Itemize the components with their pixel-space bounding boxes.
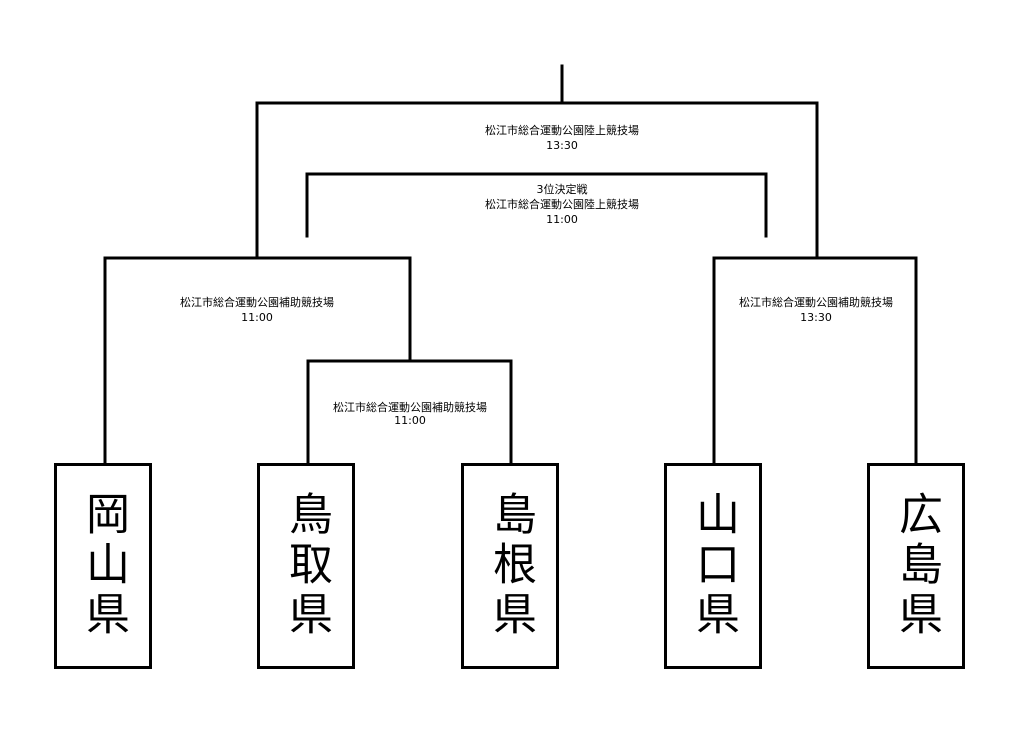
final-venue: 松江市総合運動公園陸上競技場 [485, 123, 639, 137]
semi-left-venue: 松江市総合運動公園補助競技場 [180, 295, 334, 309]
semi-right-time: 13:30 [800, 311, 832, 324]
semi-left-bracket [103, 256, 412, 466]
third-place-time: 11:00 [546, 213, 578, 226]
final-bracket [255, 101, 819, 260]
team-box-okayama: 岡山県 [54, 463, 152, 669]
team-box-yamaguchi: 山口県 [664, 463, 762, 669]
third-place-label: 3位決定戦 [537, 182, 588, 196]
team-box-tottori: 鳥取県 [257, 463, 355, 669]
team-box-hiroshima: 広島県 [867, 463, 965, 669]
team-name: 鳥取県 [281, 491, 332, 641]
semi-left-time: 11:00 [241, 311, 273, 324]
final-time: 13:30 [546, 139, 578, 152]
first-round-time: 11:00 [394, 414, 426, 427]
team-name: 広島県 [891, 491, 942, 641]
third-place-bracket [305, 172, 768, 238]
first-round-venue: 松江市総合運動公園補助競技場 [333, 400, 487, 414]
team-name: 山口県 [688, 491, 739, 641]
semi-right-venue: 松江市総合運動公園補助競技場 [739, 295, 893, 309]
team-box-shimane: 島根県 [461, 463, 559, 669]
first-round-bracket [306, 359, 513, 466]
third-place-venue: 松江市総合運動公園陸上競技場 [485, 197, 639, 211]
semi-right-bracket [712, 256, 918, 466]
team-name: 岡山県 [78, 491, 129, 641]
team-name: 島根県 [485, 491, 536, 641]
